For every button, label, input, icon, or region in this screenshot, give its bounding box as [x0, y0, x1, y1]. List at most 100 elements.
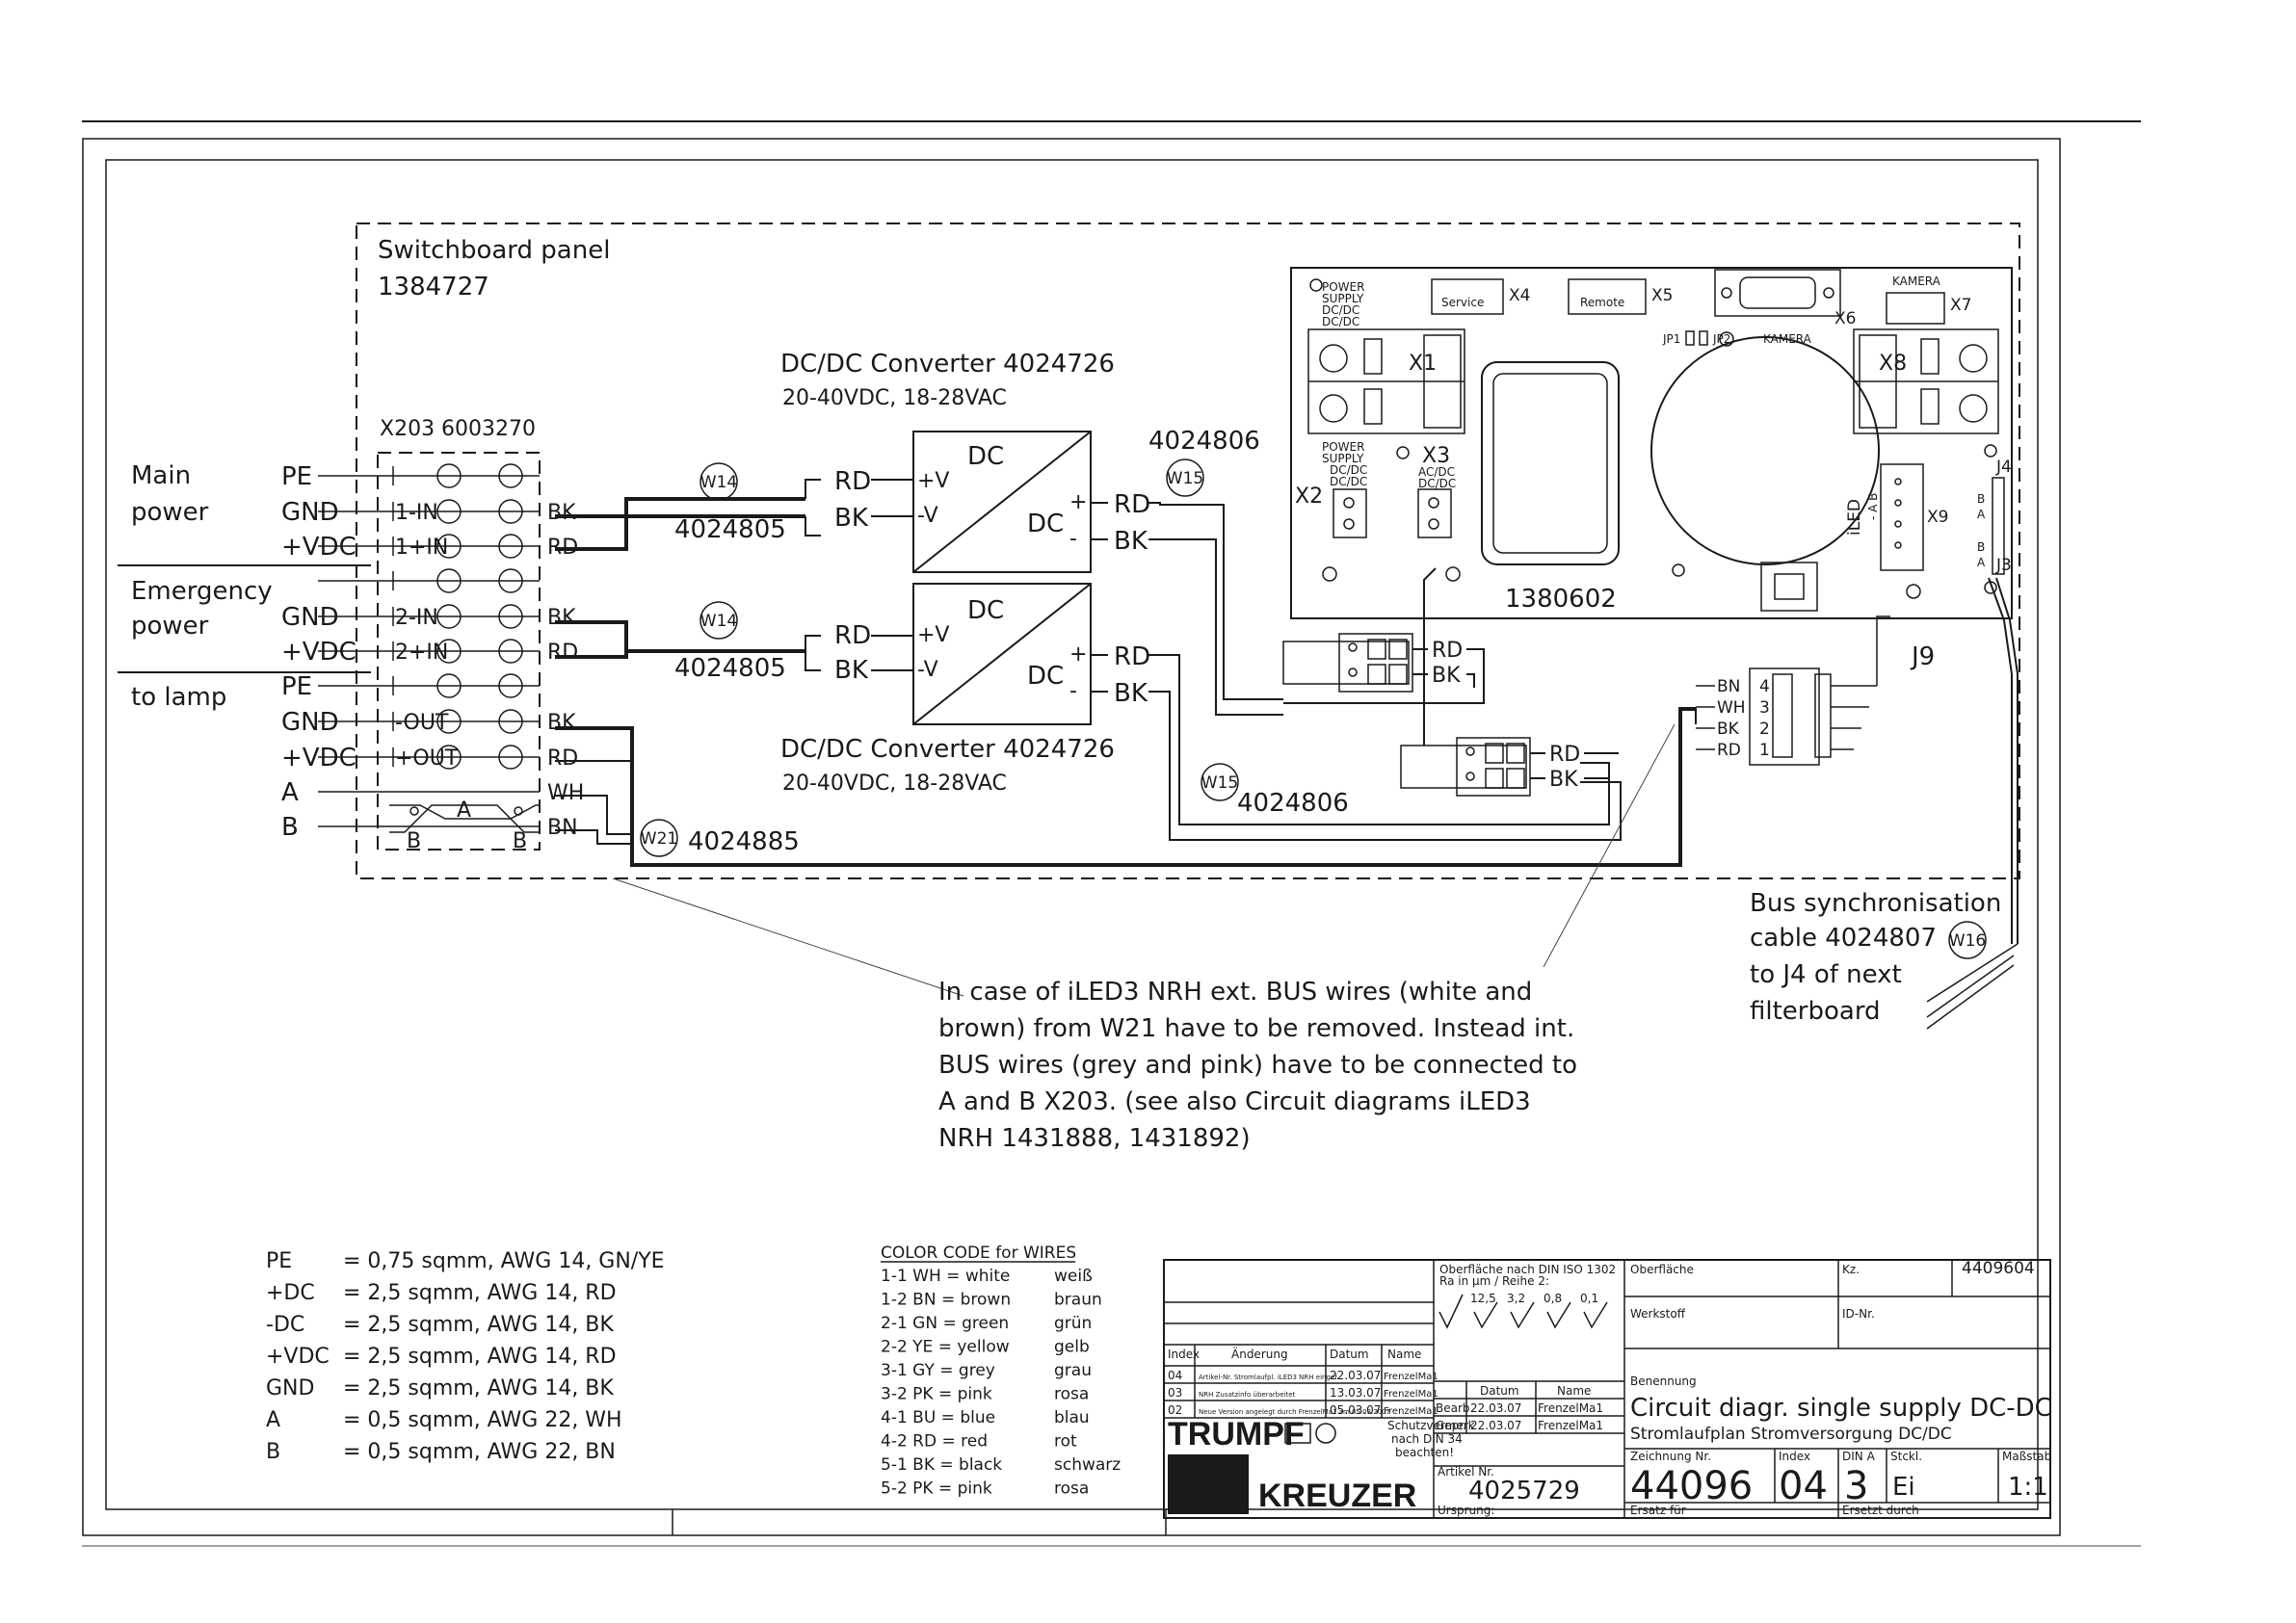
revision-name: FrenzelMa1: [1384, 1389, 1438, 1400]
switch-label-a: A: [457, 798, 471, 823]
color-code-title: COLOR CODE for WIRES: [881, 1243, 1076, 1263]
w21-cable-tag: [640, 819, 678, 857]
tb-massstab-label: Maßstab: [2002, 1450, 2051, 1463]
converter-2-out-bk: BK: [1114, 679, 1148, 708]
bus-sync-line-4: filterboard: [1750, 997, 1881, 1026]
board-x2: X2: [1295, 484, 1323, 509]
tb-rev-header-change: Änderung: [1231, 1347, 1288, 1361]
w14b-cable: [555, 620, 805, 653]
wire-spec-name: -DC: [266, 1313, 304, 1337]
tb-schutz-1: Schutzvermerk: [1387, 1419, 1475, 1432]
w14a-cable-rd: [555, 497, 805, 518]
board-ps-label-3: DC/DC: [1322, 303, 1359, 317]
terminal-block-label: X203 6003270: [380, 417, 536, 441]
terminal-right-label: BK: [547, 606, 576, 630]
terminal-screw: [436, 745, 462, 770]
wire-spec-name: B: [266, 1440, 280, 1464]
wire-spec-name: PE: [266, 1249, 292, 1273]
w16-cable-tag: [1948, 921, 1987, 959]
converter-2-title: DC/DC Converter 4024726: [780, 735, 1115, 764]
bus-sync-line-3: to J4 of next: [1750, 960, 1902, 989]
connector-1: RD BK: [1282, 633, 1485, 704]
converter-2-in-bk: BK: [834, 656, 869, 685]
w14a-cable-tag: [699, 462, 738, 501]
tb-kz-value: 4409604: [1962, 1259, 2035, 1278]
board-x1: X1: [1409, 352, 1437, 376]
converter-1-title: DC/DC Converter 4024726: [780, 350, 1115, 379]
terminal-left-label: +VDC: [281, 744, 356, 772]
board-x7: X7: [1950, 296, 1971, 315]
terminal-screw: [498, 604, 523, 629]
w14a-tag-text: W14: [700, 473, 737, 492]
tb-zeichnung-nr: 44096: [1630, 1464, 1753, 1508]
tb-benennung: Benennung: [1630, 1374, 1697, 1388]
w14a-cable-bk-join: [555, 514, 805, 551]
w16-tag-text: W16: [1949, 931, 1986, 951]
terminal-screw: [498, 463, 523, 488]
wire-spec-value: = 2,5 sqmm, AWG 14, RD: [343, 1281, 617, 1305]
w14b-rd-end: [805, 635, 821, 651]
tb-din-value: 3: [1844, 1464, 1868, 1508]
w14b-bk-end: [805, 651, 821, 671]
revision-index: 04: [1168, 1369, 1182, 1382]
color-code-german: grün: [1054, 1314, 1092, 1333]
w21-part: 4024885: [688, 827, 800, 856]
revision-change: NRH Zusatzinfo überarbeitet: [1199, 1391, 1296, 1399]
note-line-2: brown) from W21 have to be removed. Inst…: [938, 1014, 1574, 1043]
note-leader-right: [1543, 723, 1676, 968]
to-lamp-label: to lamp: [131, 683, 226, 712]
emergency-power-label-2: power: [131, 612, 209, 641]
color-code-german: rosa: [1054, 1385, 1089, 1404]
color-code-entry: 4-2 RD = red: [881, 1432, 988, 1452]
color-code-entry: 2-1 GN = green: [881, 1314, 1009, 1333]
tb-gepr-label: Gepr.: [1436, 1419, 1466, 1432]
terminal-inner-label: -OUT: [395, 711, 449, 735]
revision-date: 05.03.07: [1330, 1403, 1381, 1417]
w15a-cable-tag: [1166, 458, 1204, 497]
color-code-entry: 5-1 BK = black: [881, 1455, 1002, 1475]
connector-2: RD BK: [1400, 567, 1619, 797]
tb-rev-header-date: Datum: [1330, 1348, 1369, 1361]
converter-1-minus: -: [1069, 527, 1077, 551]
panel-title: Switchboard panel: [378, 236, 610, 265]
terminal-right-label: BK: [547, 501, 576, 525]
connector-2-rd: RD: [1549, 743, 1580, 767]
terminal-inner-label: +OUT: [395, 746, 459, 771]
converter-1-dc-out: DC: [1027, 510, 1064, 538]
board-x3: X3: [1422, 444, 1450, 468]
revision-change: Neue Version angelegt durch FrenzelMa1 a…: [1199, 1408, 1390, 1416]
bus-sync-line-2: cable 4024807: [1750, 924, 1937, 953]
terminal-left-label: A: [281, 778, 299, 807]
board-part-number: 1380602: [1505, 585, 1617, 614]
terminal-inner-label: 1+IN: [395, 536, 448, 560]
terminal-screw: [436, 463, 462, 488]
j9-wire-label: WH: [1717, 698, 1746, 718]
tb-bearb-date: 22.03.07: [1470, 1401, 1521, 1415]
w15b-wire-bk: [1148, 691, 1622, 841]
terminal-left-label: +VDC: [281, 533, 356, 562]
board-x9: X9: [1927, 508, 1948, 527]
terminal-screw: [498, 499, 523, 524]
board-jp2: JP2: [1712, 332, 1730, 346]
tb-id-nr: ID-Nr.: [1842, 1307, 1875, 1321]
board-j3: J3: [1995, 556, 2012, 575]
w16-cable-b: [1988, 577, 2013, 944]
revision-date: 22.03.07: [1330, 1369, 1381, 1382]
filterboard-1380602: 1380602 POWER SUPPLY DC/DC DC/DC X1 Serv…: [1290, 267, 2013, 619]
tb-kz: Kz.: [1842, 1263, 1860, 1276]
tb-title-en: Circuit diagr. single supply DC-DC: [1630, 1394, 2052, 1423]
main-power-label-1: Main: [131, 461, 191, 490]
w14b-part: 4024805: [674, 654, 786, 683]
w15b-wire-rd: [1148, 654, 1610, 825]
wire-specs: PE= 0,75 sqmm, AWG 14, GN/YE+DC= 2,5 sqm…: [266, 1249, 665, 1464]
note-line-3: BUS wires (grey and pink) have to be con…: [938, 1051, 1577, 1080]
tb-bearb-name: FrenzelMa1: [1538, 1401, 1603, 1415]
color-code-german: schwarz: [1054, 1455, 1121, 1475]
w15a-wire-bk: [1148, 538, 1283, 716]
board-iled: iLED: [1845, 499, 1864, 536]
board-x9-pins: - A B: [1866, 493, 1880, 520]
tb-roughness-1: 12,5: [1470, 1292, 1496, 1305]
